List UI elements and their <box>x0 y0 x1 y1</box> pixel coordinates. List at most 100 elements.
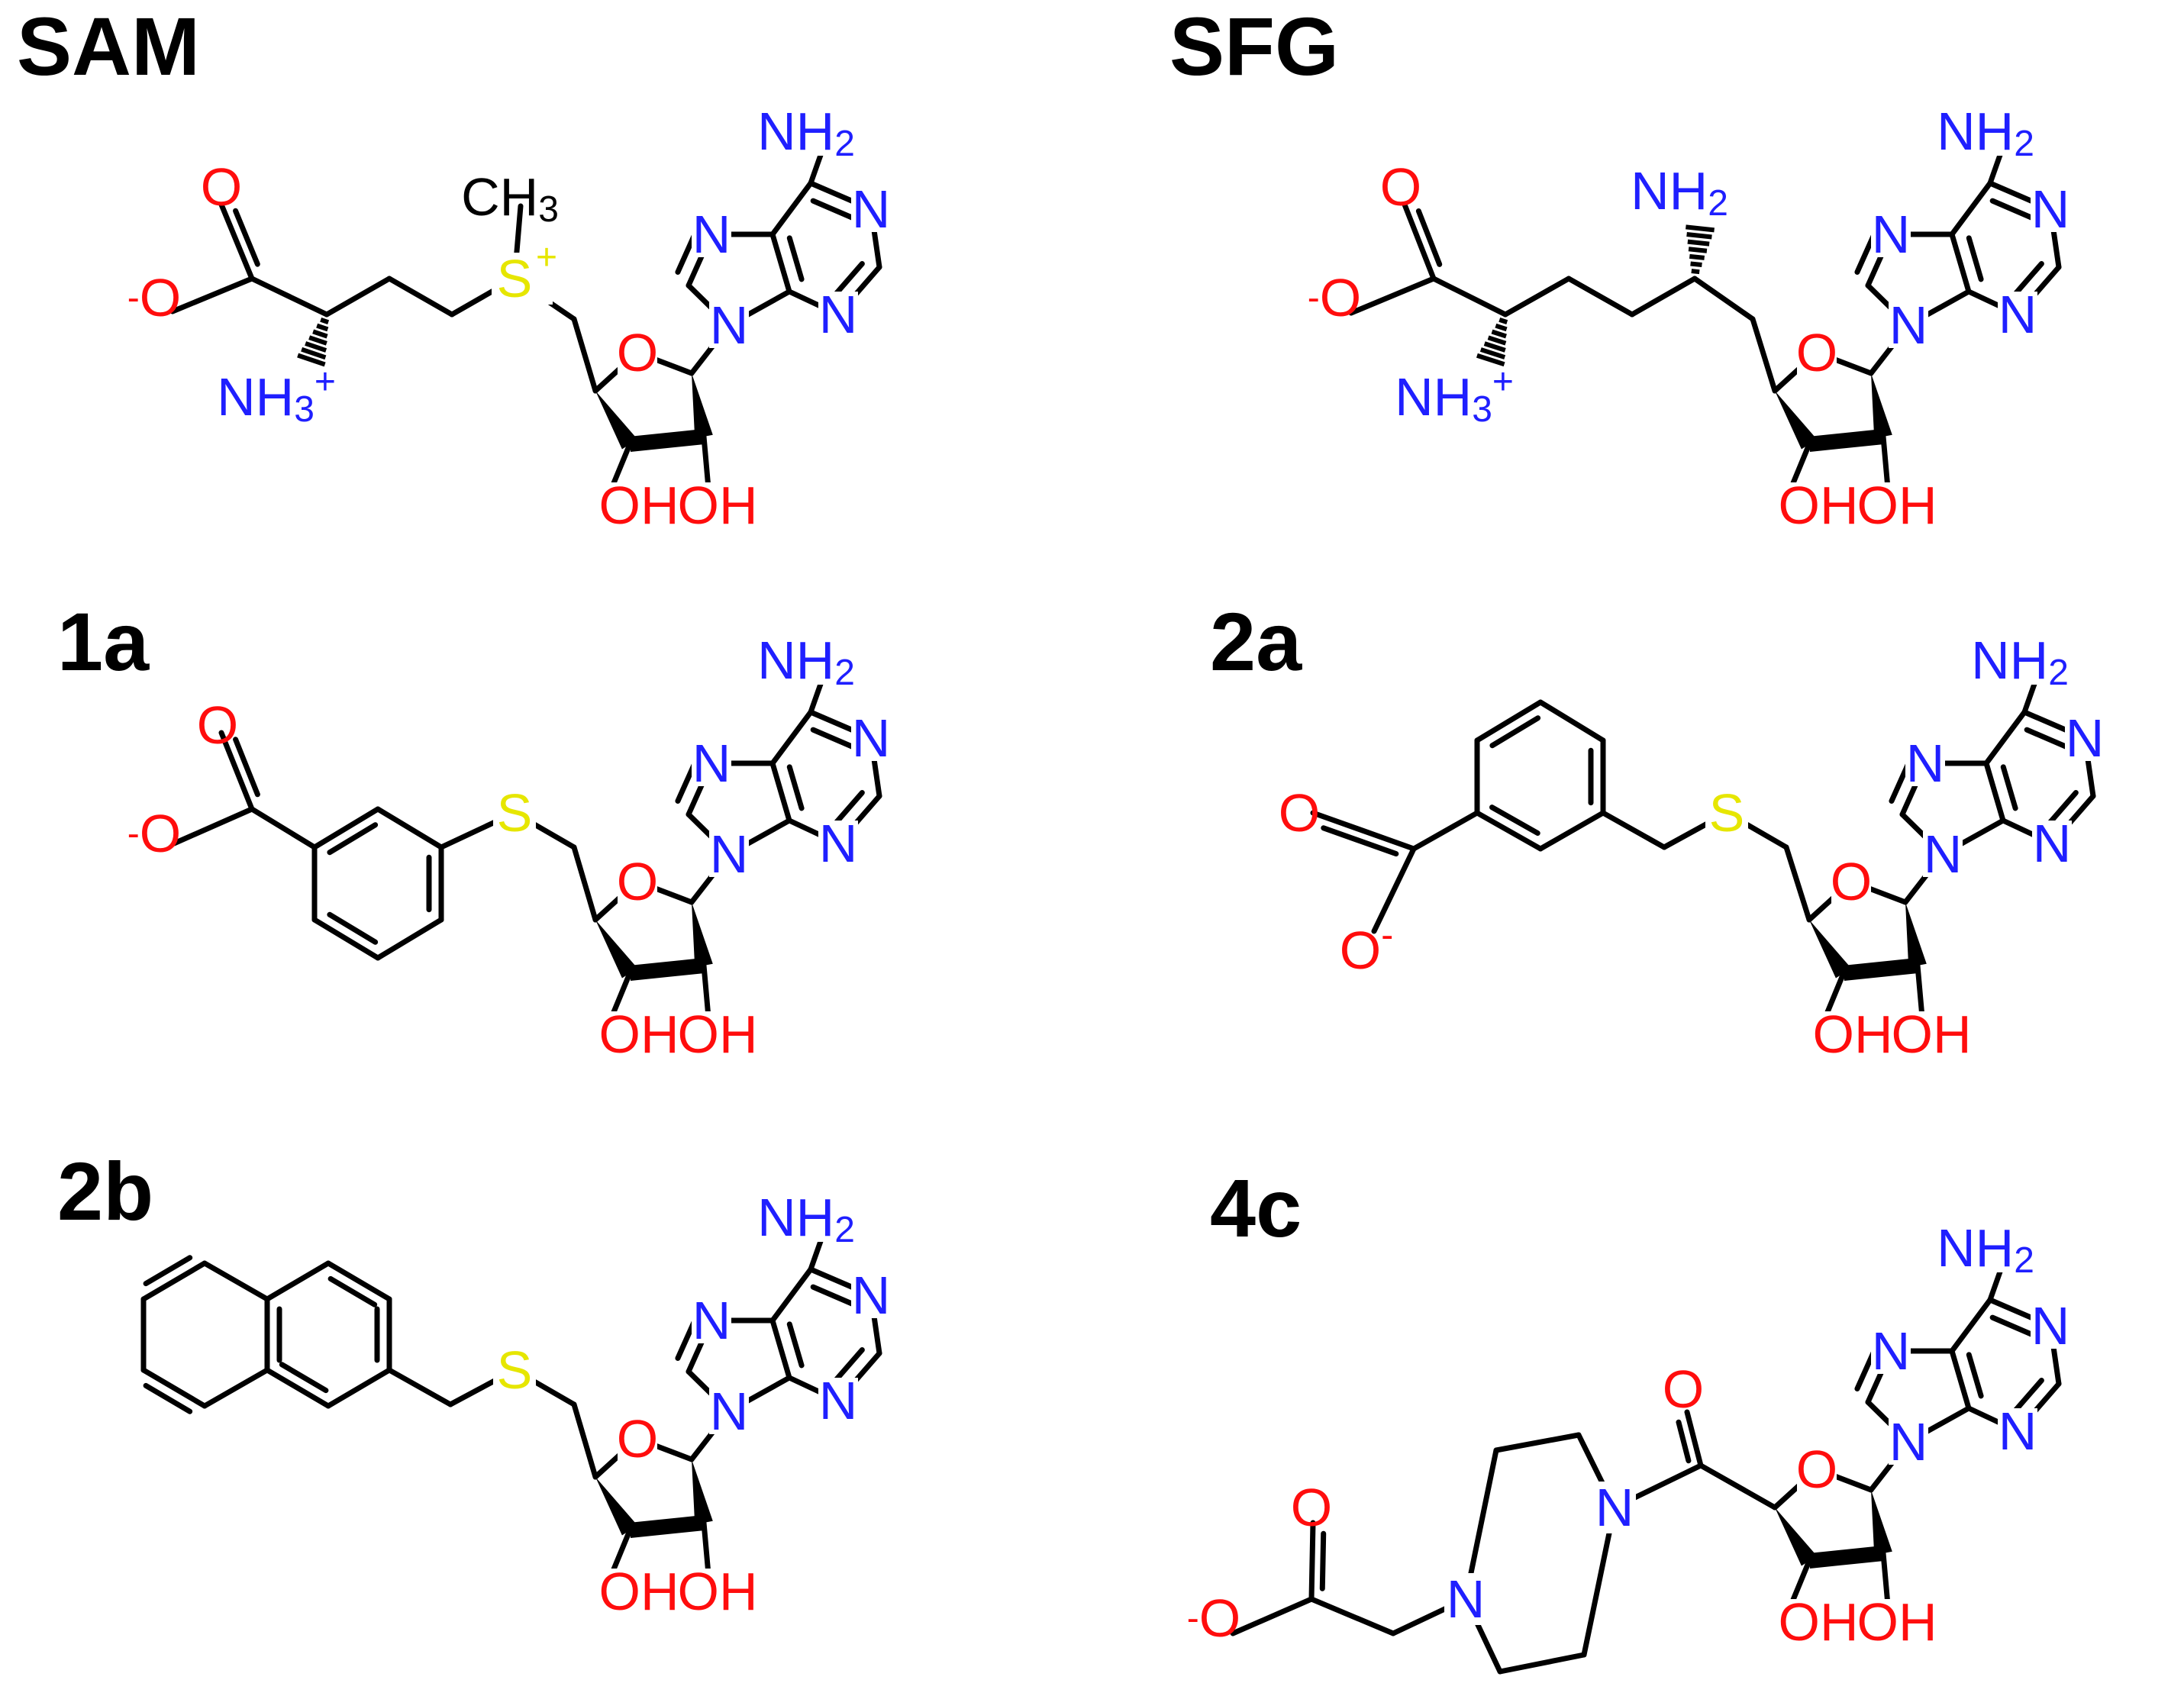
wedge-bond <box>1871 373 1892 439</box>
bond <box>249 806 318 850</box>
bond <box>311 806 381 850</box>
bond <box>233 208 260 267</box>
label-backdrop <box>2032 821 2072 866</box>
n7-nitrogen: N <box>692 1291 731 1350</box>
n3-nitrogen: N <box>819 285 858 344</box>
label-backdrop <box>1593 1482 1636 1533</box>
wedge-bond <box>595 1477 638 1536</box>
bond <box>1983 709 2028 766</box>
n7-nitrogen: N <box>1906 734 1945 793</box>
bond <box>325 1367 392 1409</box>
bond <box>675 761 698 804</box>
n9-nitrogen: N <box>1924 824 1963 884</box>
bond <box>1502 276 1572 318</box>
bond <box>324 276 392 318</box>
n3-nitrogen: N <box>819 1371 858 1430</box>
bold-bond <box>1842 958 1919 981</box>
bold-bond <box>628 958 705 981</box>
n3-nitrogen: N <box>1999 285 2037 344</box>
bond <box>769 180 814 237</box>
bold-bond <box>1808 1546 1885 1569</box>
bond <box>1431 276 1508 318</box>
label-backdrop <box>692 740 731 786</box>
bond <box>675 232 698 275</box>
wedge-bond <box>1775 391 1818 450</box>
panel-title: SFG <box>1169 0 1339 92</box>
bond <box>810 198 860 223</box>
bond <box>1750 316 1778 394</box>
label-backdrop <box>798 1193 913 1242</box>
bond <box>233 737 260 798</box>
bond <box>1474 810 1544 852</box>
label-backdrop <box>1923 831 1963 877</box>
label-backdrop <box>1831 859 1871 904</box>
bond <box>1321 825 1399 857</box>
bond <box>279 1362 329 1394</box>
amine-label: NH2 <box>1937 102 2034 164</box>
ring-oxygen: O <box>1831 852 1872 911</box>
n9-nitrogen: N <box>710 295 749 355</box>
label-backdrop <box>566 1569 750 1616</box>
label-backdrop <box>818 821 858 866</box>
bond <box>386 1367 453 1407</box>
bond <box>311 917 381 961</box>
bond <box>1308 1596 1396 1636</box>
bond <box>140 1367 208 1409</box>
hydroxyl-2: OH <box>1892 1004 1972 1064</box>
bond <box>1411 810 1480 852</box>
bond <box>1989 1314 2039 1340</box>
carbonyl-oxygen: O <box>1291 1478 1332 1537</box>
bond <box>1348 276 1437 316</box>
hashed-bond <box>1686 224 1715 275</box>
label-backdrop <box>618 1416 657 1462</box>
label-backdrop <box>798 636 913 685</box>
bond <box>786 764 805 811</box>
amine-label: NH2 <box>757 102 855 164</box>
bond <box>1966 1352 1984 1399</box>
bond <box>1949 1348 1972 1411</box>
bond <box>1854 232 1877 275</box>
wedge-bond <box>595 920 638 979</box>
label-backdrop <box>692 1298 731 1343</box>
n7-nitrogen: N <box>692 205 731 264</box>
bold-bond <box>628 1515 705 1538</box>
carbonyl-oxygen: O <box>1279 783 1320 843</box>
label-backdrop <box>566 482 750 530</box>
n1-nitrogen: N <box>852 1266 891 1325</box>
label-backdrop <box>1746 1599 1929 1646</box>
label-backdrop <box>851 715 891 761</box>
label-backdrop <box>493 1344 536 1396</box>
bond <box>1629 276 1698 318</box>
bond <box>1983 760 2006 824</box>
bond <box>1989 198 2039 223</box>
label-backdrop <box>851 186 891 232</box>
n1-nitrogen: N <box>852 708 891 768</box>
carboxylate-oxygen: O- <box>1340 915 1393 981</box>
bond <box>1966 235 1984 282</box>
hydroxyl-3: OH <box>1813 1004 1893 1064</box>
hydroxyl-2: OH <box>678 1562 758 1621</box>
bond <box>769 1317 792 1381</box>
hashed-bond <box>297 317 330 367</box>
n1-nitrogen: N <box>852 179 891 239</box>
bond <box>169 276 255 314</box>
bond <box>202 1367 270 1409</box>
bond <box>327 1275 378 1307</box>
label-backdrop <box>618 330 657 376</box>
n3-nitrogen: N <box>819 814 858 873</box>
label-backdrop <box>818 292 858 337</box>
thioether-sulfur: S <box>497 783 533 843</box>
bond <box>1497 1652 1587 1675</box>
bond <box>786 235 805 282</box>
wedge-bond <box>1905 902 1927 968</box>
bond <box>1889 761 1911 804</box>
hydroxyl-3: OH <box>599 1004 679 1064</box>
wedge-bond <box>692 1459 713 1525</box>
bond <box>264 1260 331 1302</box>
amine-label: NH2 <box>757 630 855 693</box>
n9-nitrogen: N <box>710 824 749 884</box>
